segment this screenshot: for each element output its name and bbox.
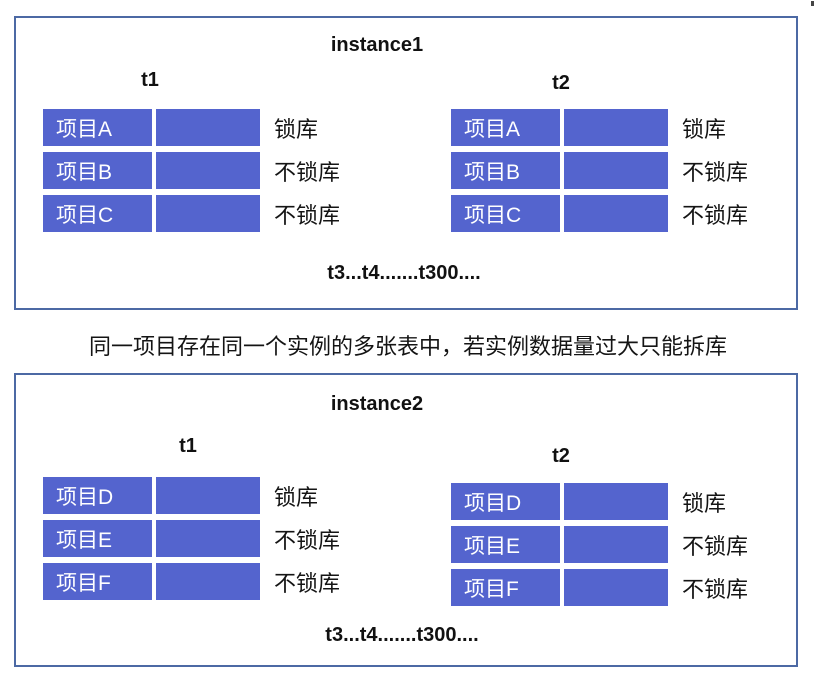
project-cell: 项目D <box>451 483 560 520</box>
lock-status-label: 不锁库 <box>274 202 341 228</box>
empty-cell <box>156 477 260 514</box>
project-cell: 项目B <box>451 152 560 189</box>
instance1-title: instance1 <box>330 34 424 56</box>
instance2-t2-table: 项目D 锁库 项目E 不锁库 项目F 不锁库 <box>451 483 748 606</box>
project-cell: 项目C <box>43 195 152 232</box>
empty-cell <box>156 563 260 600</box>
empty-cell <box>156 195 260 232</box>
table-row: 项目D 锁库 <box>43 477 340 514</box>
lock-status-label: 不锁库 <box>682 533 749 559</box>
project-cell: 项目E <box>43 520 152 557</box>
project-cell: 项目F <box>43 563 152 600</box>
diagram-caption: 同一项目存在同一个实例的多张表中，若实例数据量过大只能拆库 <box>88 334 727 359</box>
empty-cell <box>156 520 260 557</box>
project-cell: 项目A <box>43 109 152 146</box>
lock-status-label: 不锁库 <box>274 527 341 553</box>
empty-cell <box>564 109 668 146</box>
table-name-t2: t2 <box>552 72 570 94</box>
project-cell: 项目A <box>451 109 560 146</box>
table-row: 项目F 不锁库 <box>43 563 340 600</box>
instance2-t1-table: 项目D 锁库 项目E 不锁库 项目F 不锁库 <box>43 477 340 600</box>
empty-cell <box>156 152 260 189</box>
instance2-panel: instance2 t1 t2 项目D 锁库 项目E 不锁库 项目F 不锁库 项… <box>14 373 798 667</box>
table-row: 项目C 不锁库 <box>451 195 748 232</box>
instance2-title: instance2 <box>330 393 424 415</box>
lock-status-label: 锁库 <box>274 116 319 142</box>
project-cell: 项目E <box>451 526 560 563</box>
empty-cell <box>564 569 668 606</box>
empty-cell <box>564 152 668 189</box>
screen-artifact-speck <box>811 1 814 6</box>
table-row: 项目D 锁库 <box>451 483 748 520</box>
project-cell: 项目F <box>451 569 560 606</box>
lock-status-label: 锁库 <box>274 484 319 510</box>
table-row: 项目F 不锁库 <box>451 569 748 606</box>
lock-status-label: 不锁库 <box>682 576 749 602</box>
table-row: 项目A 锁库 <box>43 109 340 146</box>
empty-cell <box>564 483 668 520</box>
instance1-panel: instance1 t1 t2 项目A 锁库 项目B 不锁库 项目C 不锁库 项… <box>14 16 798 310</box>
project-cell: 项目C <box>451 195 560 232</box>
lock-status-label: 不锁库 <box>274 159 341 185</box>
lock-status-label: 不锁库 <box>682 159 749 185</box>
instance1-t2-table: 项目A 锁库 项目B 不锁库 项目C 不锁库 <box>451 109 748 232</box>
lock-status-label: 不锁库 <box>682 202 749 228</box>
empty-cell <box>564 526 668 563</box>
instance1-t1-table: 项目A 锁库 项目B 不锁库 项目C 不锁库 <box>43 109 340 232</box>
lock-status-label: 锁库 <box>682 116 727 142</box>
empty-cell <box>156 109 260 146</box>
table-name-t1: t1 <box>179 435 197 457</box>
lock-status-label: 不锁库 <box>274 570 341 596</box>
table-row: 项目A 锁库 <box>451 109 748 146</box>
table-name-t1: t1 <box>141 69 159 91</box>
more-tables-label: t3...t4.......t300.... <box>327 262 481 284</box>
table-row: 项目B 不锁库 <box>451 152 748 189</box>
project-cell: 项目D <box>43 477 152 514</box>
table-name-t2: t2 <box>552 445 570 467</box>
more-tables-label: t3...t4.......t300.... <box>325 624 479 646</box>
empty-cell <box>564 195 668 232</box>
table-row: 项目E 不锁库 <box>451 526 748 563</box>
lock-status-label: 锁库 <box>682 490 727 516</box>
table-row: 项目C 不锁库 <box>43 195 340 232</box>
project-cell: 项目B <box>43 152 152 189</box>
table-row: 项目B 不锁库 <box>43 152 340 189</box>
table-row: 项目E 不锁库 <box>43 520 340 557</box>
